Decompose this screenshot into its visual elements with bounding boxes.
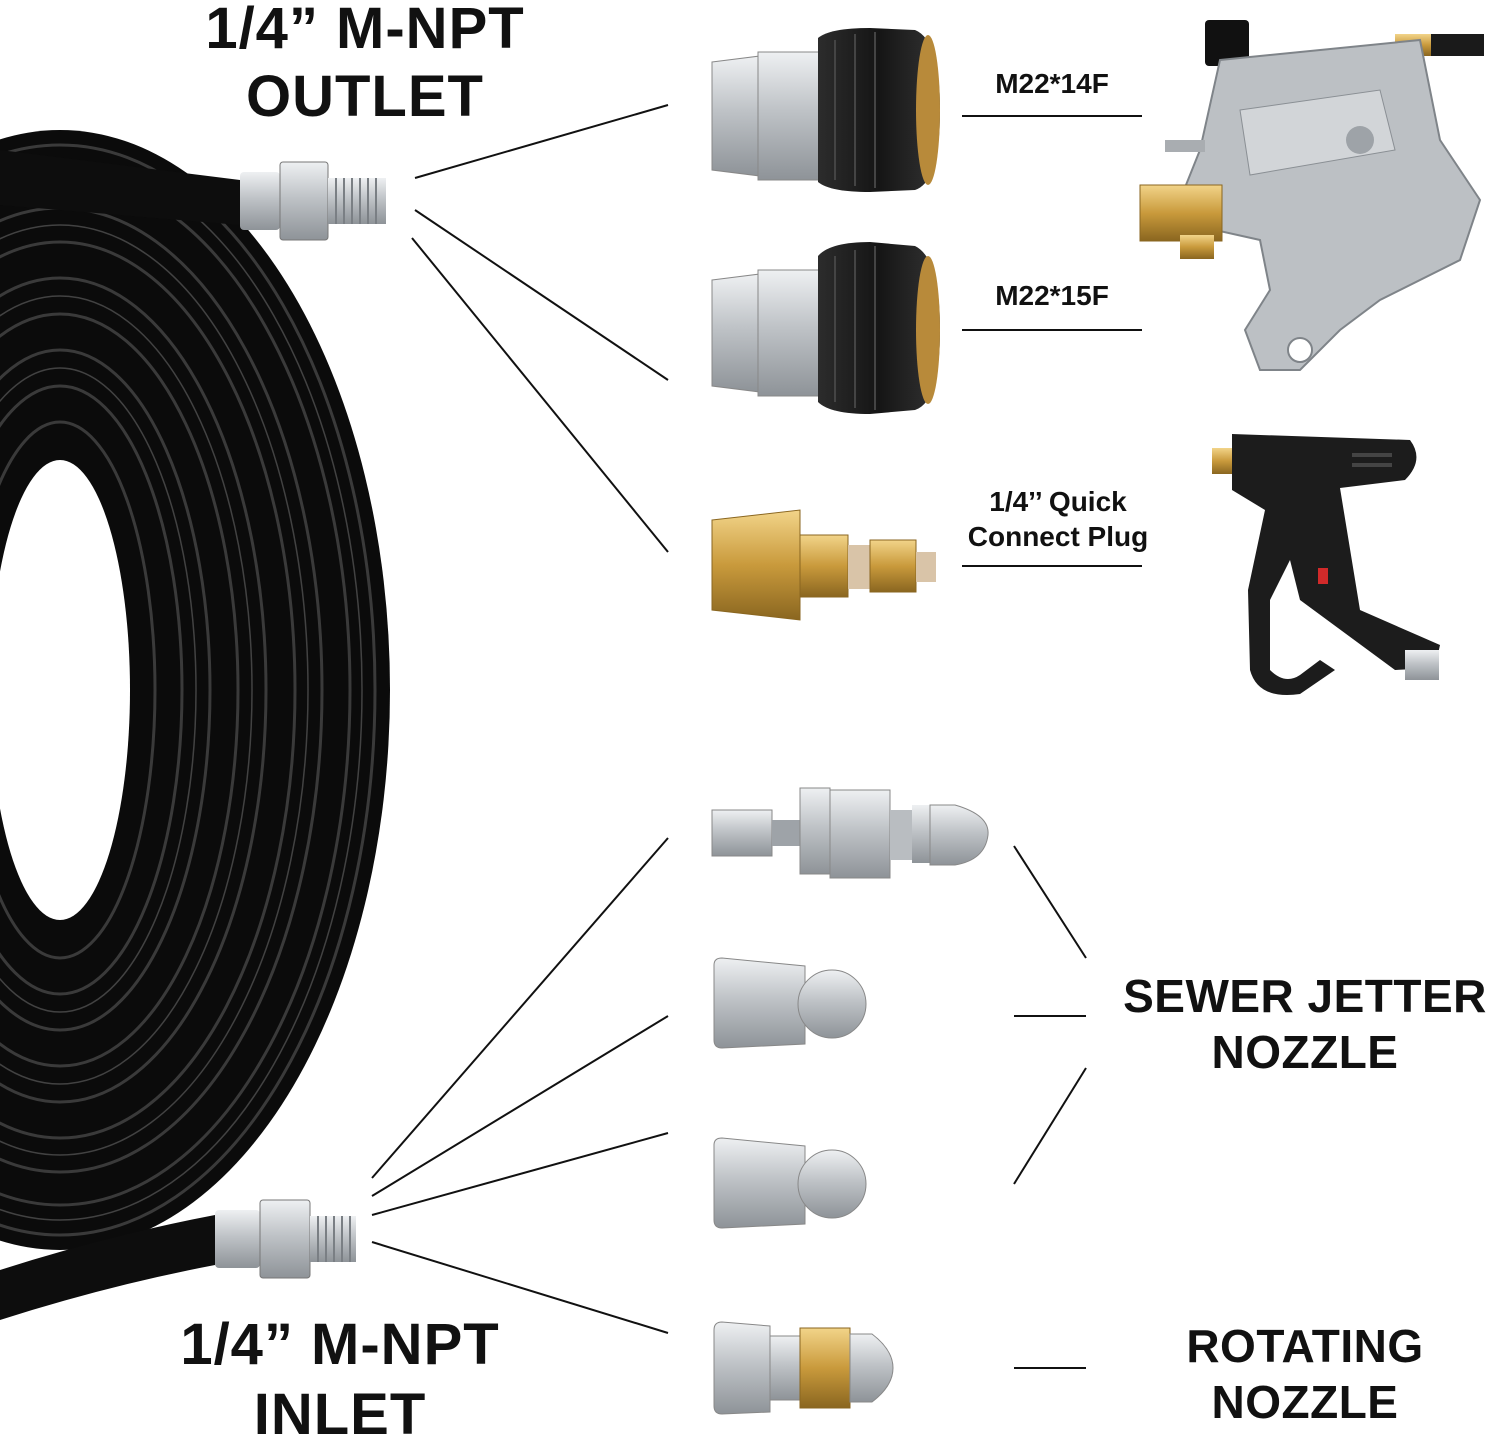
outlet-leader-lines (411, 104, 669, 553)
sewer-jetter-label-line1: SEWER JETTER (1123, 970, 1487, 1022)
inlet-leader-lines (371, 837, 669, 1334)
m22-15f-coupler (711, 242, 940, 414)
rotating-nozzle-label: ROTATING NOZZLE (1150, 1318, 1460, 1430)
rotating-nozzle-label-line1: ROTATING (1186, 1320, 1424, 1372)
label-underlines (962, 115, 1142, 1369)
spray-gun-illustration (1212, 434, 1440, 695)
inlet-label-line1: 1/4” M-NPT (180, 1312, 500, 1377)
inlet-label-line2: INLET (253, 1382, 427, 1447)
sewer-jetter-nozzle-round-1 (713, 957, 867, 1049)
hose-coil (0, 130, 390, 1250)
outlet-fitting (0, 150, 386, 241)
inlet-label: 1/4” M-NPT INLET (120, 1316, 560, 1444)
rotating-nozzle-label-line2: NOZZLE (1211, 1376, 1399, 1429)
m22-14f-coupler (711, 28, 940, 192)
quick-connect-plug (711, 509, 936, 621)
outlet-label-line1: 1/4” M-NPT (205, 0, 525, 61)
m22-15f-label: M22*15F (995, 280, 1109, 311)
m22-14f-label: M22*14F (995, 68, 1109, 99)
outlet-label-line2: OUTLET (246, 64, 484, 129)
quick-connect-label-line1: 1/4’’ Quick (989, 486, 1127, 517)
rotating-nozzle (713, 1321, 894, 1415)
quick-connect-label: 1/4’’ Quick Connect Plug (938, 484, 1178, 554)
sewer-jetter-nozzle-round-2 (713, 1137, 867, 1229)
sewer-jetter-nozzle-long (711, 787, 989, 879)
sewer-jetter-label: SEWER JETTER NOZZLE (1100, 968, 1500, 1080)
inlet-fitting (0, 1199, 356, 1320)
sewer-jetter-label-line2: NOZZLE (1211, 1026, 1399, 1079)
pump-illustration (1139, 20, 1484, 371)
outlet-label: 1/4” M-NPT OUTLET (130, 0, 600, 126)
quick-connect-label-line2: Connect Plug (967, 521, 1149, 552)
